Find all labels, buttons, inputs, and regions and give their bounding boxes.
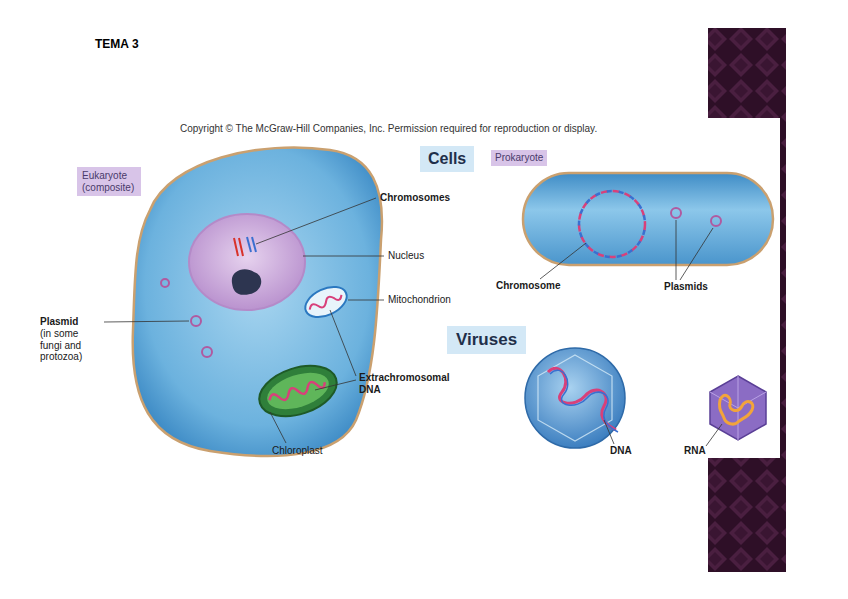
- section-box: Cells: [420, 146, 474, 172]
- cell-type-box: Prokaryote: [491, 150, 547, 166]
- part-label: Chloroplast: [272, 445, 323, 457]
- part-label: Chromosome: [496, 280, 560, 292]
- box-label: Viruses: [456, 330, 517, 350]
- copyright-note: Copyright © The McGraw-Hill Companies, I…: [180, 123, 597, 135]
- part-label: Plasmid: [40, 316, 78, 328]
- box-label: Eukaryote (composite): [82, 170, 136, 193]
- part-label: DNA: [610, 445, 632, 457]
- part-label: RNA: [684, 445, 706, 457]
- slide-title: TEMA 3: [95, 38, 139, 52]
- section-box: Viruses: [447, 326, 526, 354]
- part-label: Extrachromosomal DNA: [359, 372, 457, 395]
- part-label: Plasmids: [664, 281, 708, 293]
- part-label: Nucleus: [388, 250, 424, 262]
- box-label: Cells: [428, 150, 466, 168]
- box-label: Prokaryote: [495, 152, 543, 164]
- part-note: (in some fungi and protozoa): [40, 328, 92, 363]
- part-label: Mitochondrion: [388, 294, 451, 306]
- part-label: Chromosomes: [380, 192, 450, 204]
- cell-type-box: Eukaryote (composite): [77, 167, 141, 196]
